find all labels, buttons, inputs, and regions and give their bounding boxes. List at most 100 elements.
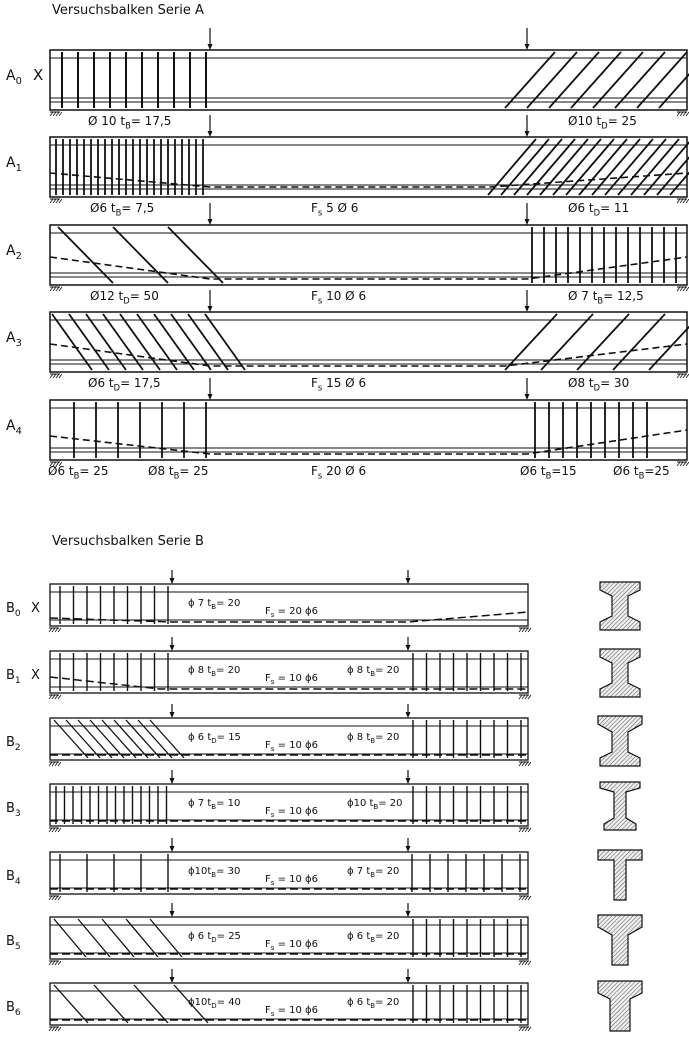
beam-outline [49, 851, 529, 895]
section-shape [599, 648, 641, 698]
main-bar-label: Fs = 10 ϕ6 [265, 740, 318, 753]
section-shape [597, 849, 643, 901]
inclined-bar [125, 918, 159, 958]
beam-label: A3 [6, 330, 22, 349]
support-right [518, 627, 532, 633]
left-shear-label: ϕ 6 tD= 15 [188, 732, 241, 745]
section-shape [599, 781, 641, 831]
main-bar-label: Fs 20 Ø 6 [311, 464, 366, 481]
main-bar-label: Fs = 10 ϕ6 [265, 1005, 318, 1018]
inclined-bar [137, 719, 173, 759]
inclined-bar [125, 719, 161, 759]
load-arrow [524, 28, 530, 50]
inclined-bar [149, 719, 185, 759]
load-arrow [207, 378, 213, 400]
inclined-bar [51, 313, 93, 371]
right-shear-label: Ø 7 tB= 12,5 [568, 289, 644, 306]
beam-outline [49, 717, 529, 761]
inclined-bar [636, 51, 688, 109]
load-arrow [169, 704, 175, 718]
section-shape [597, 914, 643, 966]
beam-outline [49, 982, 529, 1026]
beam-label: B5 [6, 934, 21, 952]
support-right [676, 111, 689, 117]
load-arrow [405, 570, 411, 584]
inclined-bar [53, 918, 87, 958]
right-shear-label: ϕ10 tB= 20 [347, 798, 403, 811]
inclined-bar [112, 226, 169, 284]
support-left [49, 373, 63, 379]
left-shear-label: Ø12 tD= 50 [90, 289, 159, 306]
load-arrow [169, 903, 175, 917]
support-left [49, 198, 63, 204]
beam-outline [49, 583, 529, 627]
beam-outline [49, 916, 529, 960]
inclined-bar [136, 313, 178, 371]
right-shear-label: ϕ 6 tB= 20 [347, 997, 399, 1010]
series-a-title: Versuchsbalken Serie A [52, 3, 204, 18]
inclined-bar [113, 719, 149, 759]
inclined-bar [77, 918, 111, 958]
support-left [49, 286, 63, 292]
load-arrow [405, 903, 411, 917]
main-bar-label: Fs = 10 ϕ6 [265, 874, 318, 887]
inclined-bar [101, 719, 137, 759]
left-shear-label: ϕ 8 tB= 20 [188, 665, 240, 678]
inclined-bar [153, 313, 195, 371]
inclined-bar [526, 138, 576, 196]
beam-label: A2 [6, 243, 22, 262]
main-bar-label: Fs 15 Ø 6 [311, 376, 366, 393]
left2-shear-label: Ø8 tB= 25 [148, 464, 209, 481]
inclined-bar [604, 138, 654, 196]
main-bar-bent [49, 611, 529, 623]
inclined-bar [592, 51, 644, 109]
support-right [676, 461, 689, 467]
inclined-bar [102, 313, 144, 371]
load-arrow [207, 28, 213, 50]
right2-shear-label: Ø6 tB=25 [613, 464, 670, 481]
load-arrow [169, 637, 175, 651]
inclined-bar [614, 51, 666, 109]
left-shear-label: ϕ 6 tD= 25 [188, 931, 241, 944]
load-arrow [169, 570, 175, 584]
beam-label: B3 [6, 801, 21, 819]
inclined-bar [119, 313, 161, 371]
cross-section-t-haunch [597, 914, 643, 966]
inclined-bar [53, 984, 89, 1024]
main-bar-label: Fs 5 Ø 6 [311, 201, 358, 218]
beam-label: B1 [6, 668, 21, 686]
beam-label: B4 [6, 869, 21, 887]
support-right [676, 198, 689, 204]
load-arrow [524, 378, 530, 400]
inclined-bar [658, 73, 689, 109]
main-bar-label: Fs = 10 ϕ6 [265, 673, 318, 686]
right-shear-label: Ø6 tD= 11 [568, 201, 629, 218]
main-bar-bent [49, 256, 688, 280]
beam-label: B2 [6, 735, 21, 753]
support-left [48, 627, 62, 633]
series-b-title: Versuchsbalken Serie B [52, 534, 204, 549]
support-left [48, 960, 62, 966]
left-shear-label: Ø6 tB= 25 [48, 464, 109, 481]
load-arrow [405, 637, 411, 651]
support-right [518, 827, 532, 833]
load-arrow [207, 203, 213, 225]
inclined-bar [617, 138, 667, 196]
inclined-bar [68, 313, 110, 371]
load-arrow [524, 115, 530, 137]
inclined-bar [187, 313, 229, 371]
section-shape [599, 581, 641, 631]
right-shear-label: ϕ 8 tB= 20 [347, 665, 399, 678]
load-arrow [524, 203, 530, 225]
inclined-bar [149, 918, 183, 958]
inclined-bar [643, 141, 689, 196]
inclined-bar [504, 51, 556, 109]
support-left [48, 694, 62, 700]
